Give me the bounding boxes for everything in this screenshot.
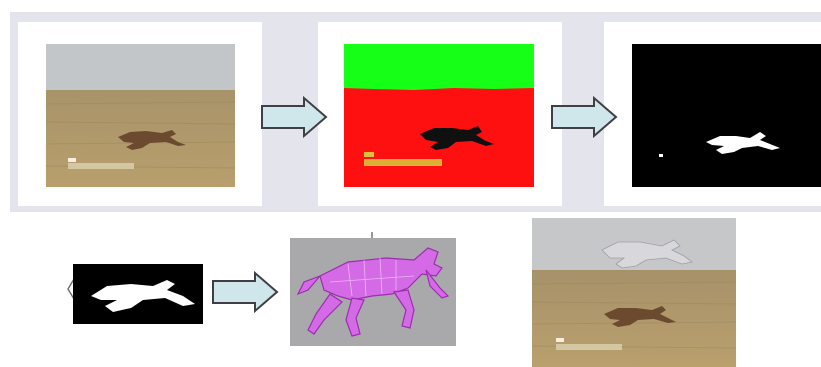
right-arrow-icon (209, 270, 281, 314)
sky-segment (344, 44, 534, 90)
sky-region (46, 44, 235, 90)
video-caption (68, 163, 134, 169)
right-arrow-icon (548, 95, 620, 139)
mask-noise (659, 154, 663, 157)
input-video-frame (46, 44, 235, 187)
caption-segment (364, 159, 442, 166)
right-arrow-icon (258, 95, 330, 139)
composite-caption (556, 344, 622, 350)
binary-mask-image (632, 44, 821, 187)
3d-model-render (290, 238, 456, 346)
cropped-mask-image (73, 264, 203, 324)
caption-logo-segment (364, 152, 374, 157)
composite-result-frame (532, 218, 736, 367)
segmentation-image (344, 44, 534, 187)
mask-background (632, 44, 821, 187)
caption-logo (68, 158, 76, 162)
stray-mark (368, 232, 376, 240)
composite-caption-logo (556, 338, 564, 342)
